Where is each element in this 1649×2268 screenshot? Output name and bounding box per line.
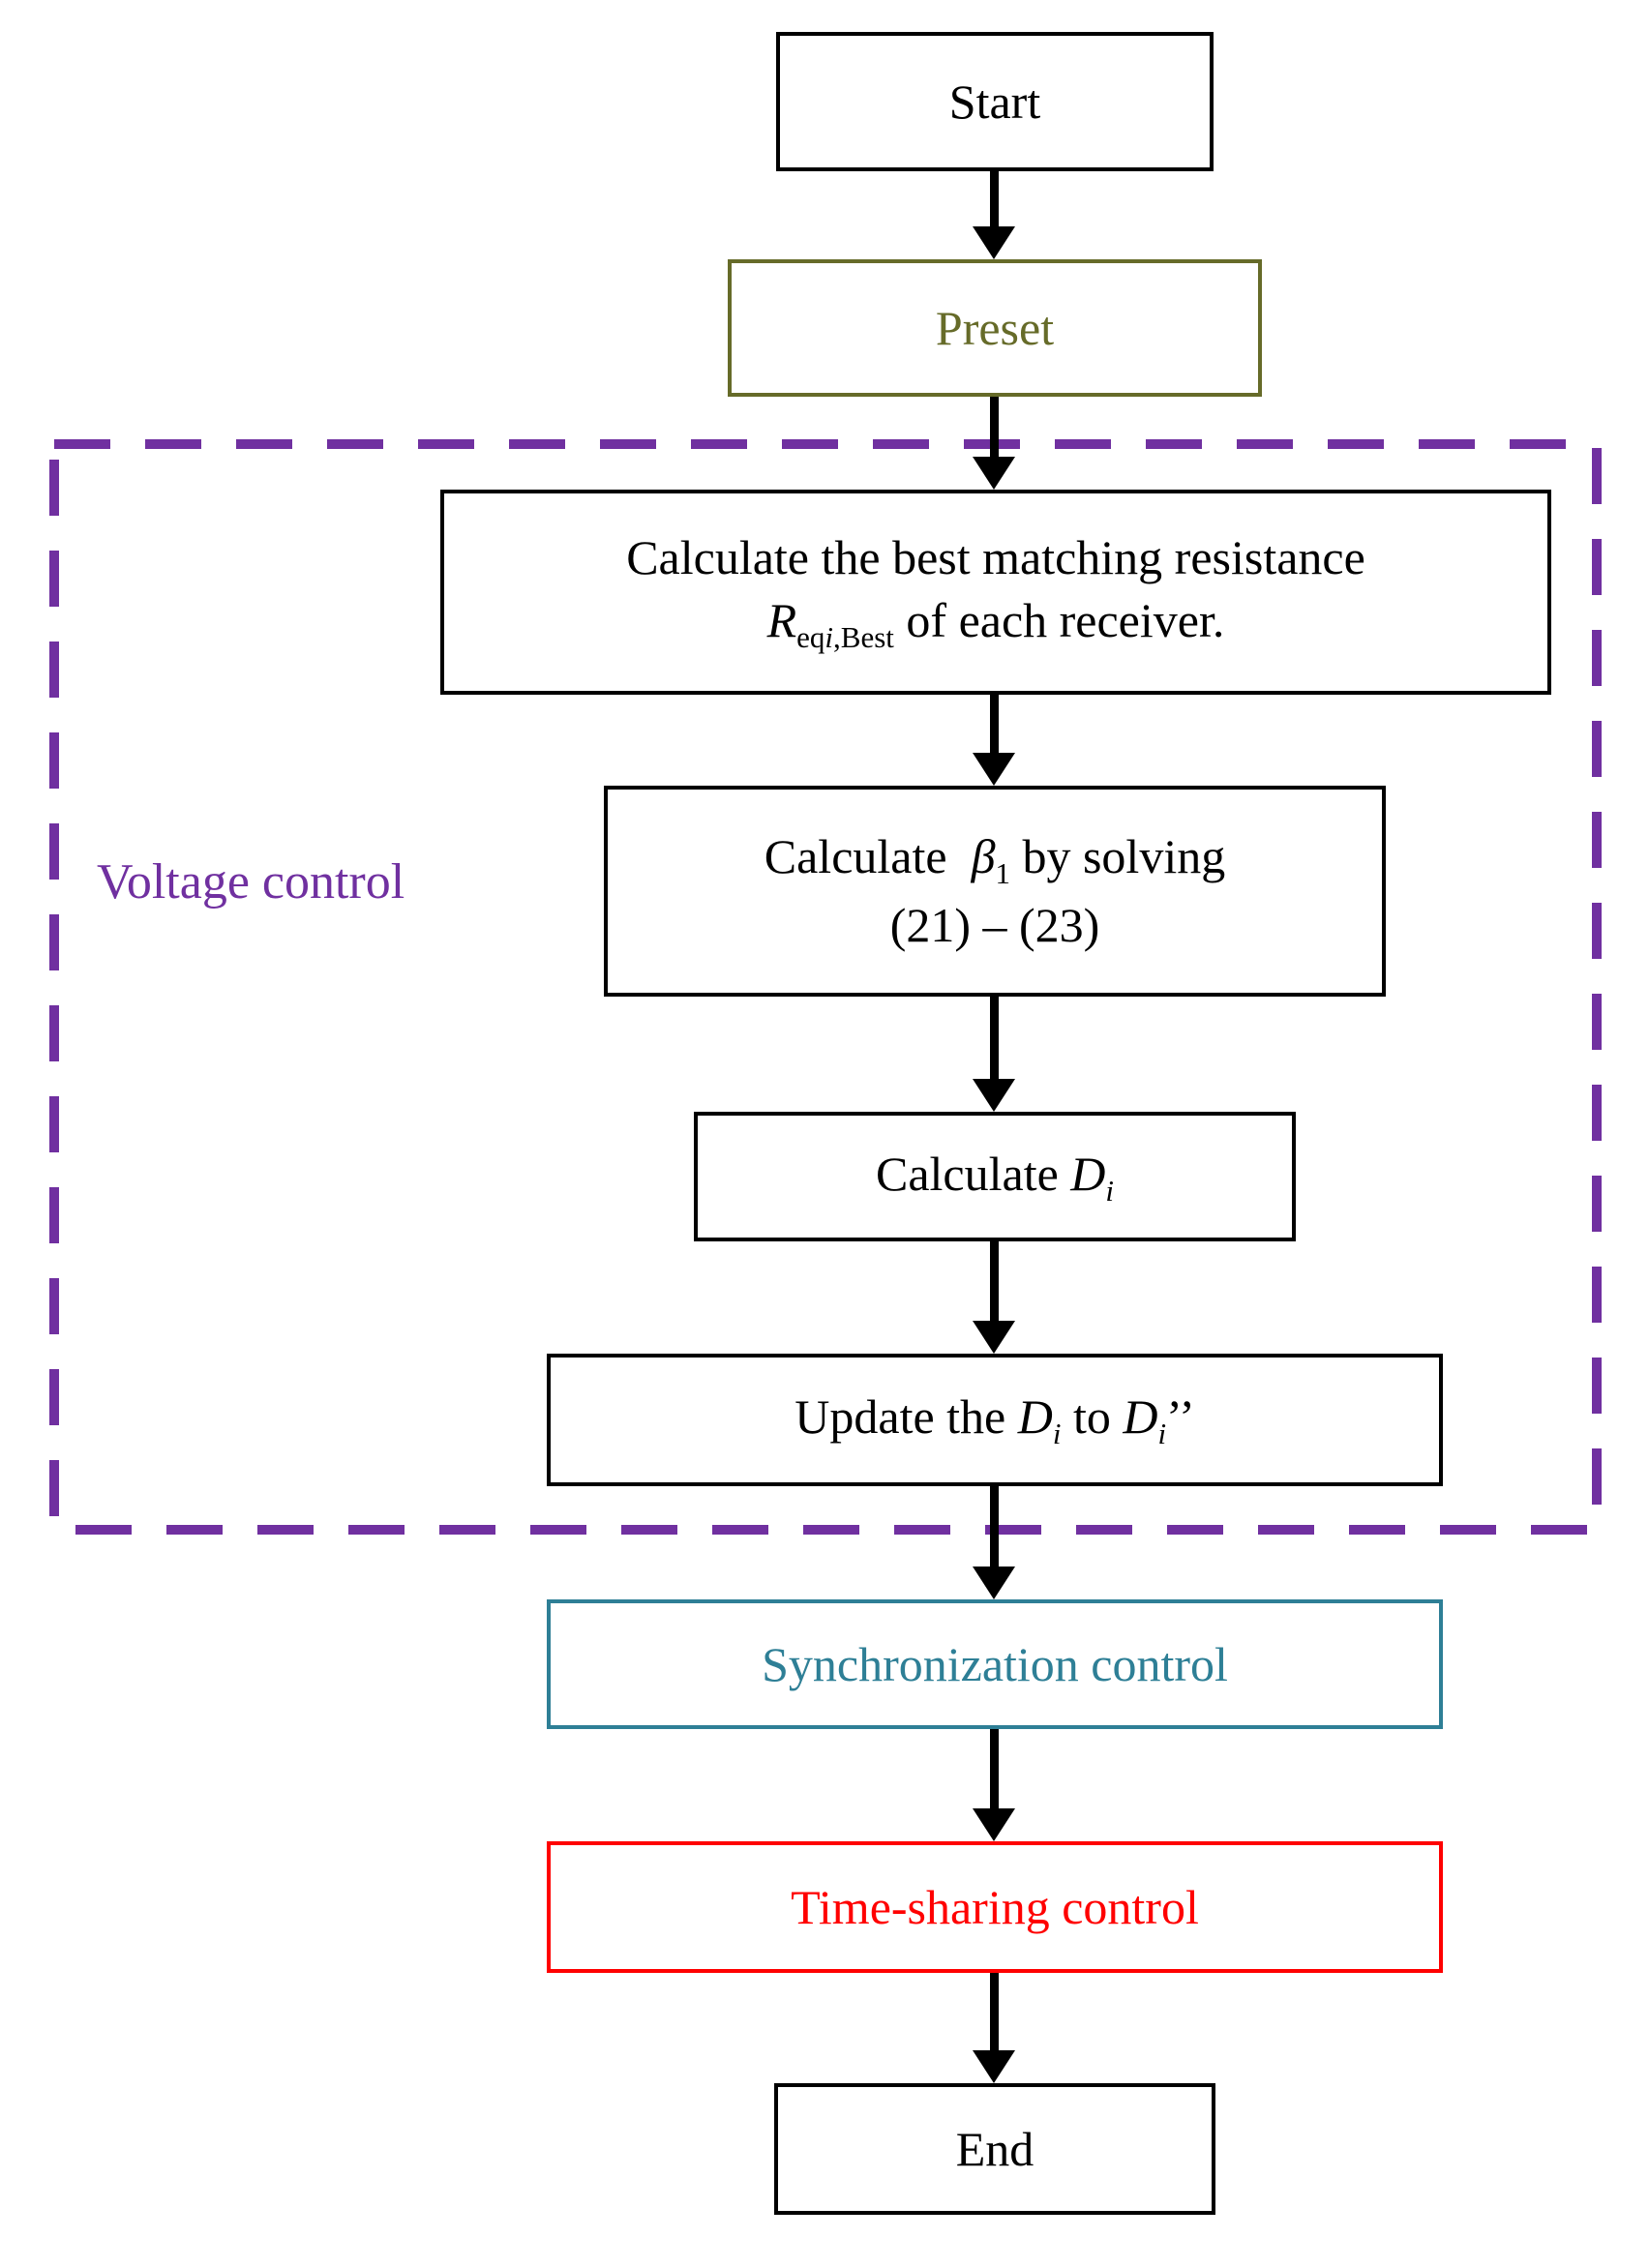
arrow-head-icon: [973, 1808, 1015, 1841]
calc-beta-line1: Calculate β1 by solving: [764, 829, 1226, 891]
beta-var: β: [971, 829, 996, 884]
arrow-stem: [989, 1971, 999, 2050]
node-update-d-text: Update the Di to Di’’: [795, 1389, 1195, 1451]
arrow-time-to-end: [973, 1971, 1015, 2083]
arrow-resistance-to-beta: [973, 693, 1015, 786]
node-update-d: Update the Di to Di’’: [547, 1354, 1443, 1486]
resistance-var: R: [766, 593, 797, 648]
calc-resistance-line1: Calculate the best matching resistance: [626, 530, 1365, 585]
arrow-preset-to-resistance: [973, 395, 1015, 490]
node-start-label: Start: [948, 74, 1041, 129]
node-preset: Preset: [728, 259, 1262, 397]
arrow-head-icon: [973, 1079, 1015, 1112]
arrow-head-icon: [973, 1567, 1015, 1599]
arrow-stem: [989, 995, 999, 1079]
arrow-stem: [989, 1484, 999, 1567]
d-sub: i: [1105, 1173, 1115, 1208]
update-d-sub1: i: [1052, 1417, 1062, 1451]
node-calc-d-text: Calculate Di: [875, 1146, 1115, 1208]
resistance-sub: eqi,Best: [796, 620, 894, 655]
arrow-sync-to-time: [973, 1727, 1015, 1841]
update-d-var1: D: [1017, 1389, 1053, 1445]
node-time-sharing-label: Time-sharing control: [791, 1879, 1199, 1934]
update-d-sub2: i: [1157, 1417, 1167, 1451]
node-start: Start: [776, 32, 1214, 171]
node-synchronization: Synchronization control: [547, 1599, 1443, 1729]
arrow-head-icon: [973, 753, 1015, 786]
beta-sub: 1: [995, 856, 1010, 891]
arrow-stem: [989, 1239, 999, 1321]
node-calc-beta-text: Calculate β1 by solving (21) – (23): [765, 825, 1225, 956]
update-d-var2: D: [1123, 1389, 1158, 1445]
calc-resistance-line2: Reqi,Best of each receiver.: [626, 589, 1365, 657]
resistance-rest: of each receiver.: [893, 593, 1225, 648]
node-calc-beta: Calculate β1 by solving (21) – (23): [604, 786, 1386, 997]
arrow-update-to-sync: [973, 1484, 1015, 1599]
voltage-control-group-border: [49, 439, 1602, 1535]
d-var: D: [1070, 1146, 1106, 1201]
node-end: End: [774, 2083, 1215, 2215]
node-synchronization-label: Synchronization control: [762, 1636, 1228, 1691]
node-end-label: End: [955, 2121, 1034, 2176]
arrow-d-to-update: [973, 1239, 1015, 1354]
voltage-control-label: Voltage control: [97, 854, 405, 910]
arrow-head-icon: [973, 2050, 1015, 2083]
arrow-stem: [989, 395, 999, 457]
arrow-start-to-preset: [973, 168, 1015, 259]
node-calc-resistance: Calculate the best matching resistance R…: [440, 490, 1551, 695]
arrow-stem: [989, 693, 999, 753]
node-calc-d: Calculate Di: [694, 1112, 1296, 1241]
node-preset-label: Preset: [935, 300, 1055, 355]
arrow-stem: [989, 1727, 999, 1808]
arrow-beta-to-d: [973, 995, 1015, 1112]
arrow-stem: [989, 168, 999, 226]
node-calc-resistance-text: Calculate the best matching resistance R…: [626, 526, 1365, 657]
arrow-head-icon: [973, 226, 1015, 259]
node-time-sharing: Time-sharing control: [547, 1841, 1443, 1973]
calc-beta-line2: (21) – (23): [889, 897, 1100, 952]
arrow-head-icon: [973, 1321, 1015, 1354]
arrow-head-icon: [973, 457, 1015, 490]
